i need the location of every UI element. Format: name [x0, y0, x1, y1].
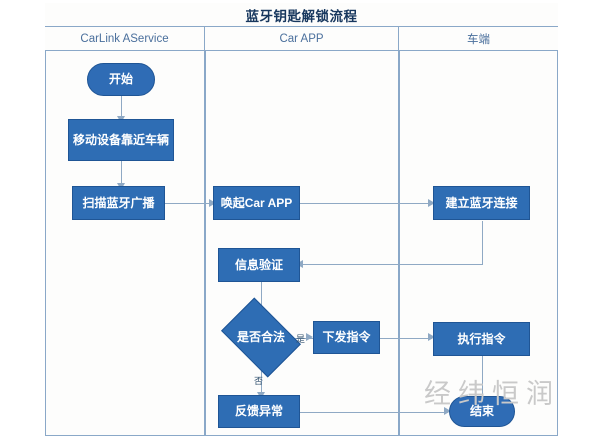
edge-label-no: 否 [254, 376, 264, 386]
arrowhead-sendcmd [306, 333, 313, 341]
node-sendcmd-label: 下发指令 [322, 330, 371, 344]
lane-header-carlink: CarLink AService [45, 27, 204, 50]
node-feedbackerr[interactable]: 反馈异常 [218, 395, 300, 428]
node-approach-label: 移动设备靠近车辆 [72, 132, 169, 147]
edge-label-yes: 是 [296, 334, 306, 344]
arrowhead-execcmd [428, 333, 435, 341]
connector-feedbackerr-to-end [300, 411, 448, 413]
node-btconnect[interactable]: 建立蓝牙连接 [433, 186, 530, 220]
node-islegal[interactable]: 是否合法 [221, 297, 301, 378]
node-verify[interactable]: 信息验证 [218, 248, 300, 282]
node-execcmd[interactable]: 执行指令 [433, 322, 530, 356]
connector-btconnect-to-verify [300, 264, 483, 266]
node-end-label: 结束 [469, 404, 494, 418]
arrowhead-wakeapp [209, 198, 216, 207]
node-scan[interactable]: 扫描蓝牙广播 [72, 186, 165, 220]
lane-divider-1 [204, 51, 206, 436]
lane-label-carlink: CarLink AService [80, 32, 169, 45]
connector-wakeapp-to-btconnect [300, 203, 433, 205]
node-approach[interactable]: 移动设备靠近车辆 [68, 119, 174, 161]
connector-scan-to-wakeapp [165, 203, 215, 205]
lane-divider-2 [398, 51, 400, 436]
connector-start-to-approach [121, 96, 123, 118]
arrowhead-btconnect [428, 198, 435, 207]
lane-label-vehicle: 车端 [467, 33, 490, 46]
node-wakeapp-label: 唤起Car APP [220, 195, 293, 210]
connector-verify-to-islegal [261, 282, 263, 310]
connector-btconnect-down [482, 221, 484, 265]
diagram-title: 蓝牙钥匙解锁流程 [245, 8, 358, 24]
node-verify-label: 信息验证 [234, 257, 283, 272]
node-btconnect-label: 建立蓝牙连接 [445, 195, 518, 210]
node-start[interactable]: 开始 [87, 63, 155, 96]
node-start-label: 开始 [108, 72, 133, 86]
node-feedbackerr-label: 反馈异常 [234, 404, 283, 418]
node-scan-label: 扫描蓝牙广播 [82, 195, 155, 210]
lane-header-carapp: Car APP [204, 27, 398, 50]
connector-execcmd-to-end [482, 356, 484, 400]
lane-header-vehicle: 车端 [398, 27, 558, 50]
lane-label-carapp: Car APP [279, 32, 324, 45]
arrowhead-end-from-feedbackerr [444, 407, 451, 415]
connector-islegal-to-feedbackerr [261, 366, 263, 394]
node-wakeapp[interactable]: 唤起Car APP [213, 186, 300, 220]
connector-approach-to-scan [121, 161, 123, 185]
connector-sendcmd-to-execcmd [380, 337, 432, 339]
lane-header-row: CarLink AService Car APP 车端 [45, 27, 558, 51]
node-end[interactable]: 结束 [449, 396, 515, 427]
node-execcmd-label: 执行指令 [457, 331, 506, 346]
node-sendcmd[interactable]: 下发指令 [313, 321, 380, 354]
connector-islegal-to-sendcmd [294, 337, 313, 339]
diagram-title-row: 蓝牙钥匙解锁流程 [45, 3, 558, 27]
node-islegal-label: 是否合法 [236, 330, 285, 344]
